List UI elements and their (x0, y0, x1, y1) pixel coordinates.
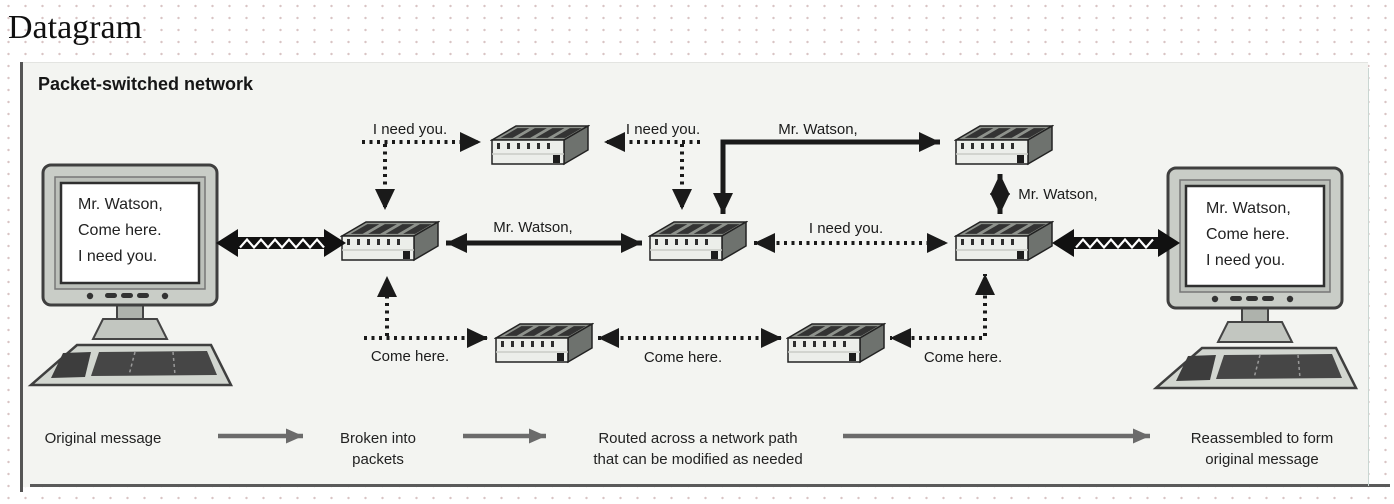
packet-label-top-right: Mr. Watson, (778, 121, 858, 138)
arrow-top-right-bent-solid (713, 132, 940, 214)
flow-step-reassembled: Reassembled to form original message (1191, 428, 1334, 470)
router-icon-mid-center (649, 221, 747, 261)
flow-step-line: Routed across a network path (598, 430, 798, 447)
packet-label-mid-left: Mr. Watson, (493, 219, 573, 236)
flow-step-line: Original message (44, 430, 162, 447)
screen-line: Come here. (1206, 226, 1290, 243)
packet-label-right-link: Mr. Watson, (1018, 186, 1098, 203)
screen-line: Mr. Watson, (1206, 200, 1291, 217)
diagram-panel (22, 62, 1368, 487)
packet-label-mid-right: I need you. (808, 220, 884, 237)
left-access-link-arrow (216, 229, 346, 257)
router-icon-mid-left (341, 221, 439, 261)
router-icon-mid-right (955, 221, 1053, 261)
panel-bottom-border (30, 484, 1390, 487)
packet-label-top-left: I need you. (372, 121, 448, 138)
router-icon-bottom-left (495, 323, 593, 363)
panel-right-border (1368, 68, 1369, 486)
packet-label-top-center: I need you. (625, 121, 701, 138)
packet-label-bottom-left: Come here. (370, 348, 450, 365)
screen-line: Come here. (78, 222, 162, 239)
screen-line: I need you. (1206, 252, 1286, 269)
flow-step-line: that can be modified as needed (593, 451, 803, 468)
router-icon-bottom-right (787, 323, 885, 363)
flow-step-routed-across: Routed across a network path that can be… (593, 428, 802, 470)
router-icon-top-right (955, 125, 1053, 165)
right-access-link-arrow (1052, 229, 1180, 257)
left-screen-message: Mr. Watson, Come here. I need you. (78, 192, 163, 270)
flow-step-broken-into-packets: Broken into packets (340, 428, 416, 470)
screen-line: Mr. Watson, (78, 196, 163, 213)
router-icon-top-left (491, 125, 589, 165)
flow-step-original-message: Original message (45, 428, 162, 449)
panel-left-border (20, 62, 23, 492)
panel-heading: Packet-switched network (38, 74, 254, 94)
flow-step-line: Broken into (340, 430, 416, 447)
flow-step-line: original message (1205, 451, 1319, 468)
right-screen-message: Mr. Watson, Come here. I need you. (1206, 196, 1291, 274)
screen-line: I need you. (78, 248, 158, 265)
packet-label-bottom-right: Come here. (923, 349, 1003, 366)
page-title: Datagram (8, 9, 143, 46)
packet-label-bottom-center: Come here. (643, 349, 723, 366)
flow-step-line: packets (352, 451, 404, 468)
flow-step-line: Reassembled to form (1190, 430, 1334, 447)
